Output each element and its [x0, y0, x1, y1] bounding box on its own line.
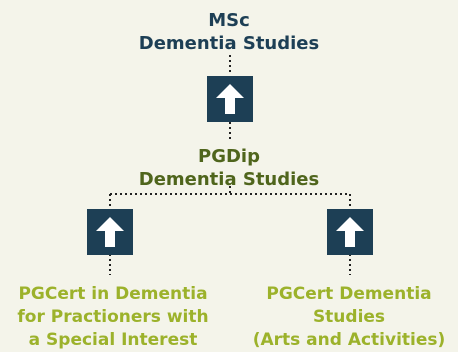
pgdip-line-1: PGDip [198, 146, 260, 167]
pgcert-a-line-1: PGCert in Dementia [18, 284, 208, 304]
pgdip-line-2: Dementia Studies [138, 169, 320, 190]
pgcert-b-line-3: (Arts and Activities) [252, 330, 446, 350]
pgcert-special-interest-label: PGCert in Dementia for Practioners with … [0, 283, 226, 352]
pgcert-b-line-2: Studies [312, 307, 386, 327]
pgcert-b-line-1: PGCert Dementia [266, 284, 432, 304]
pgcert-arts-activities-label: PGCert Dementia Studies (Arts and Activi… [240, 283, 458, 352]
msc-line-1: MSc [208, 10, 250, 31]
pgcert-a-line-2: for Practioners with [17, 307, 209, 327]
msc-line-2: Dementia Studies [138, 33, 320, 54]
pgdip-node-label: PGDip Dementia Studies [79, 145, 379, 191]
up-arrow-icon [207, 76, 253, 122]
up-arrow-icon [87, 209, 133, 255]
pgcert-a-line-3: a Special Interest [28, 330, 198, 350]
msc-node-label: MSc Dementia Studies [79, 9, 379, 55]
up-arrow-icon [327, 209, 373, 255]
